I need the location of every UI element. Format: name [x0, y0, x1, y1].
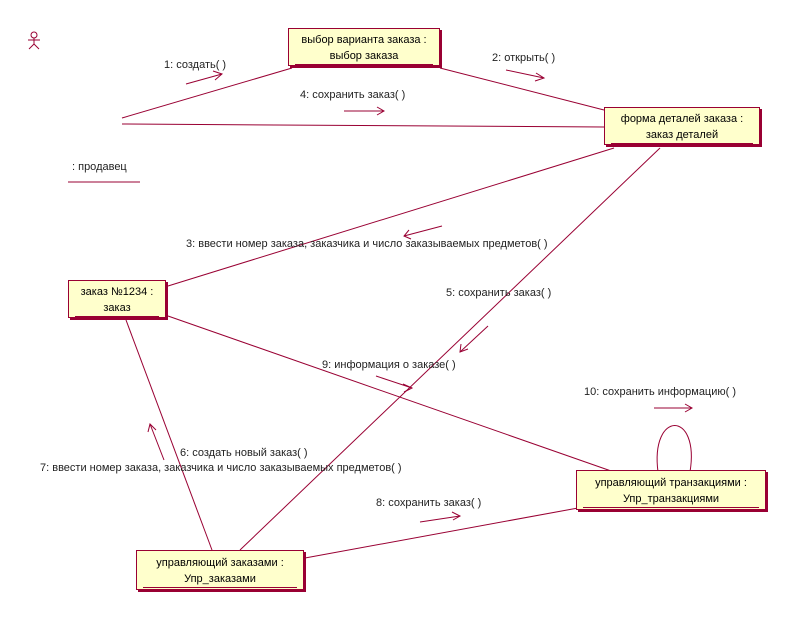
actor-icon [28, 31, 40, 50]
object-order-form-underline [611, 143, 753, 144]
arrow-m8 [419, 511, 462, 523]
arrow-m7 [147, 423, 165, 461]
message-7-label: 7: ввести номер заказа, заказчика и числ… [40, 462, 402, 474]
message-5-label: 5: сохранить заказ( ) [446, 287, 552, 299]
link-order-1234-order-manager [125, 319, 213, 551]
object-order-manager-class: Упр_заказами [184, 573, 256, 585]
link-order-1234-transaction-manager [167, 315, 615, 473]
object-order-manager-underline [143, 587, 297, 588]
link-order-choice-order-form [439, 67, 605, 111]
message-1-label: 1: создать( ) [164, 59, 227, 71]
message-6-label: 6: создать новый заказ( ) [180, 447, 308, 459]
object-order-manager-name: управляющий заказами : [156, 557, 284, 569]
arrow-m3 [403, 225, 443, 240]
object-order-1234-underline [75, 316, 159, 317]
arrow-m5 [459, 325, 489, 353]
object-order-choice-name: выбор варианта заказа : [301, 34, 427, 46]
arrow-m1 [185, 70, 223, 85]
link-order-form-order-manager [239, 147, 661, 551]
object-order-choice[interactable]: выбор варианта заказа : выбор заказа [288, 28, 440, 66]
object-order-form[interactable]: форма деталей заказа : заказ деталей [604, 107, 760, 145]
object-order-form-name: форма деталей заказа : [620, 113, 744, 125]
arrow-m10 [654, 403, 694, 413]
actor-name: : продавец [72, 161, 127, 173]
link-order-form-order-1234 [167, 147, 615, 287]
object-order-1234-name: заказ №1234 : [80, 286, 154, 298]
link-order-manager-transaction-manager [304, 507, 579, 559]
object-order-choice-underline [295, 64, 433, 65]
object-order-form-class: заказ деталей [645, 129, 719, 141]
object-transaction-manager[interactable]: управляющий транзакциями : Упр_транзакци… [576, 470, 766, 510]
link-actor-order-choice [121, 67, 293, 119]
arrow-m9 [375, 375, 414, 393]
arrow-m4 [344, 106, 386, 116]
arrow-m2 [505, 69, 546, 82]
message-3-label: 3: ввести номер заказа, заказчика и числ… [186, 238, 548, 250]
object-transaction-manager-underline [583, 507, 759, 508]
object-order-manager[interactable]: управляющий заказами : Упр_заказами [136, 550, 304, 590]
message-4-label: 4: сохранить заказ( ) [300, 89, 406, 101]
object-transaction-manager-class: Упр_транзакциями [622, 493, 720, 505]
object-order-1234[interactable]: заказ №1234 : заказ [68, 280, 166, 318]
message-10-label: 10: сохранить информацию( ) [584, 386, 737, 398]
message-8-label: 8: сохранить заказ( ) [376, 497, 482, 509]
message-2-label: 2: открыть( ) [492, 52, 556, 64]
link-actor-order-form [121, 123, 605, 128]
self-link-transaction-manager [656, 425, 692, 473]
object-order-choice-class: выбор заказа [329, 50, 399, 62]
object-order-1234-class: заказ [103, 302, 131, 314]
message-9-label: 9: информация о заказе( ) [322, 359, 456, 371]
object-transaction-manager-name: управляющий транзакциями : [595, 477, 747, 489]
